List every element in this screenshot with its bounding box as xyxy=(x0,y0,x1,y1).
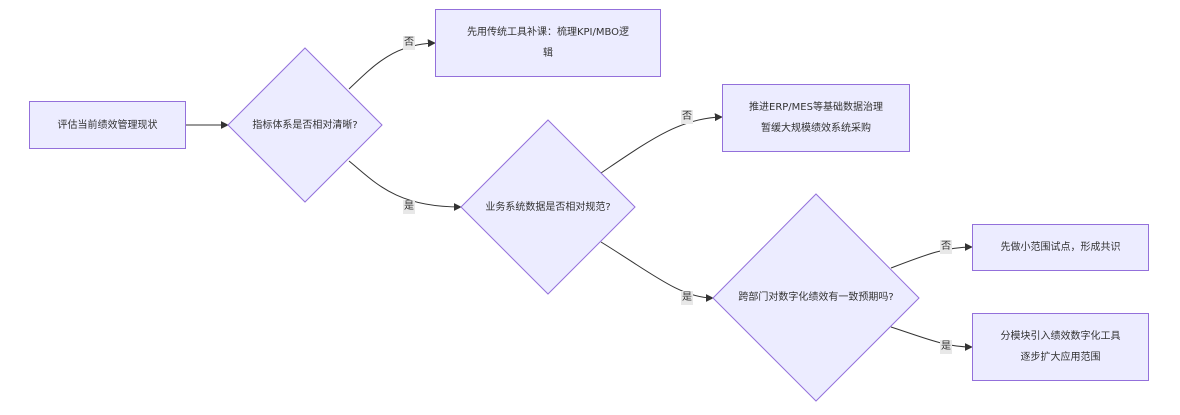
edge-q1-q2 xyxy=(348,160,462,211)
node-q3-label: 跨部门对数字化绩效有一致预期吗? xyxy=(713,194,919,401)
edge-q1-r1 xyxy=(348,39,436,90)
node-q3-text: 跨部门对数字化绩效有一致预期吗? xyxy=(738,292,894,303)
edge-label-q1-no: 否 xyxy=(403,36,415,50)
edge-q2-q3 xyxy=(600,241,714,302)
edge-q3-r3 xyxy=(890,243,973,269)
node-r4-text-line2: 逐步扩大应用范围 xyxy=(1020,352,1101,363)
node-start-text: 评估当前绩效管理现状 xyxy=(57,119,158,131)
node-q2-label: 业务系统数据是否相对规范? xyxy=(461,120,635,294)
node-r1-text-line1: 先用传统工具补课：梳理KPI/MBO逻 xyxy=(466,27,630,38)
edge-q3-r4 xyxy=(890,326,973,351)
node-r3-label: 先做小范围试点，形成共识 xyxy=(972,224,1149,271)
node-q2-diamond[interactable] xyxy=(460,119,636,295)
node-r2-text-line2: 暂缓大规模绩效系统采购 xyxy=(761,123,871,134)
node-r1[interactable] xyxy=(435,9,661,77)
node-q2-text: 业务系统数据是否相对规范? xyxy=(485,201,611,213)
node-r2-text-line1: 推进ERP/MES等基础数据治理 xyxy=(749,102,883,113)
node-q1-label: 指标体系是否相对清晰? xyxy=(228,48,382,202)
node-r4-text-line1: 分模块引入绩效数字化工具 xyxy=(1000,331,1121,342)
node-q1-text: 指标体系是否相对清晰? xyxy=(252,119,358,131)
node-q1-diamond[interactable] xyxy=(227,47,383,203)
node-start[interactable] xyxy=(29,101,186,149)
node-r1-label: 先用传统工具补课：梳理KPI/MBO逻 辑 xyxy=(435,9,661,77)
edge-label-q2-yes: 是 xyxy=(681,291,693,305)
node-r2-label: 推进ERP/MES等基础数据治理 暂缓大规模绩效系统采购 xyxy=(722,84,910,152)
node-r4[interactable] xyxy=(972,313,1149,381)
edge-label-q2-no: 否 xyxy=(681,110,693,124)
node-r2[interactable] xyxy=(722,84,910,152)
node-r3-text: 先做小范围试点，形成共识 xyxy=(1000,242,1121,253)
edge-label-q1-yes: 是 xyxy=(403,200,415,214)
node-start-label: 评估当前绩效管理现状 xyxy=(29,101,186,149)
edge-q2-r2 xyxy=(600,113,723,174)
edge-label-q3-no: 否 xyxy=(940,240,952,254)
node-r1-text-line2: 辑 xyxy=(543,48,553,59)
node-q3-diamond[interactable] xyxy=(712,193,920,402)
edge-label-q3-yes: 是 xyxy=(940,340,952,354)
node-r3[interactable] xyxy=(972,224,1149,271)
node-r4-label: 分模块引入绩效数字化工具 逐步扩大应用范围 xyxy=(972,313,1149,381)
